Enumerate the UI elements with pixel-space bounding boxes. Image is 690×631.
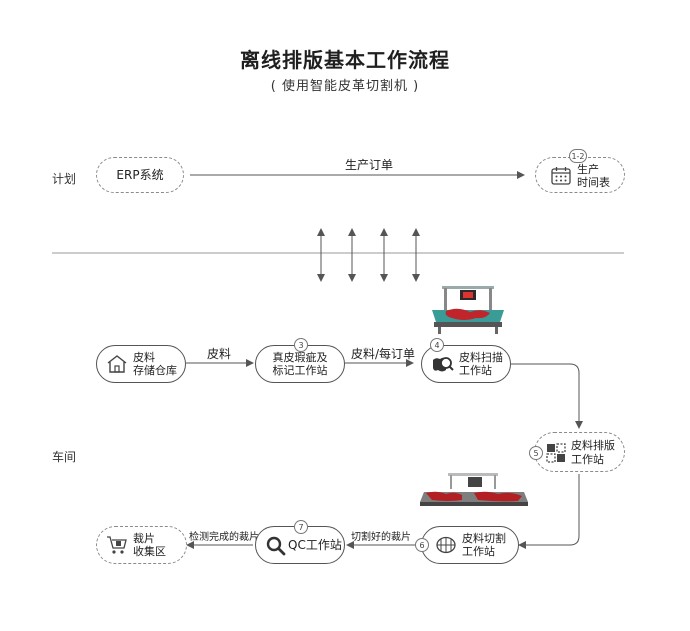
step-badge-3: 3 <box>294 338 308 352</box>
step-badge-7: 7 <box>294 520 308 534</box>
node-collect-line1: 裁片 <box>133 532 155 545</box>
node-cut-pieces-collection: 裁片 收集区 <box>96 526 187 564</box>
cutting-mat-icon <box>436 536 456 554</box>
diagram-title: 离线排版基本工作流程 <box>240 48 450 72</box>
node-inspect-line2: 标记工作站 <box>272 364 328 377</box>
node-qc-label: QC工作站 <box>288 538 342 552</box>
edge-label-cut-pieces: 切割好的裁片 <box>351 532 411 543</box>
edge-nesting-to-cutting <box>518 474 580 549</box>
step-badge-5: 5 <box>529 446 543 460</box>
step-badge-4: 4 <box>430 338 444 352</box>
diagram-subtitle: ( 使用智能皮革切割机 ) <box>270 79 420 94</box>
calendar-icon <box>551 167 571 185</box>
node-cutting-line2: 工作站 <box>462 545 495 558</box>
magnifier-icon <box>266 536 286 556</box>
lane-label-workshop: 车间 <box>52 450 77 464</box>
warehouse-icon <box>107 355 127 373</box>
step-badge-1-2: 1-2 <box>569 149 587 163</box>
node-schedule-line1: 生产 <box>577 163 599 176</box>
node-erp-label: ERP系统 <box>116 168 164 182</box>
edge-label-leather-per-order: 皮料/每订单 <box>351 347 416 361</box>
puzzle-icon <box>546 443 566 463</box>
step-badge-6: 6 <box>415 538 429 552</box>
cutting-machine-image <box>420 473 528 506</box>
node-scan-line2: 工作站 <box>459 364 492 377</box>
scanning-machine-image <box>432 286 504 334</box>
edge-scan-to-nesting <box>511 363 583 429</box>
scan-magnifier-icon <box>433 357 454 372</box>
node-leather-storage: 皮料 存储仓库 <box>96 345 186 383</box>
node-inspect-line1: 真皮瑕疵及 <box>272 351 328 364</box>
node-cutting-line1: 皮料切割 <box>462 532 506 545</box>
node-scan-line1: 皮料扫描 <box>459 351 503 364</box>
node-nesting-line1: 皮料排版 <box>571 439 615 452</box>
node-storage-line2: 存储仓库 <box>133 364 177 377</box>
node-leather-nesting-station: 皮料排版 工作站 <box>534 432 625 472</box>
node-erp-system: ERP系统 <box>96 157 184 193</box>
node-schedule-line2: 时间表 <box>577 176 610 189</box>
node-nesting-line2: 工作站 <box>571 453 604 466</box>
edge-label-leather: 皮料 <box>207 347 232 361</box>
node-leather-cutting-station: 皮料切割 工作站 <box>421 526 519 564</box>
edge-label-checked-pieces: 检测完成的裁片 <box>189 532 259 543</box>
node-storage-line1: 皮料 <box>133 351 155 364</box>
lane-label-plan: 计划 <box>52 172 77 186</box>
node-collect-line2: 收集区 <box>133 545 166 558</box>
collection-cart-icon <box>107 536 127 554</box>
edge-label-production-order: 生产订单 <box>345 158 394 172</box>
